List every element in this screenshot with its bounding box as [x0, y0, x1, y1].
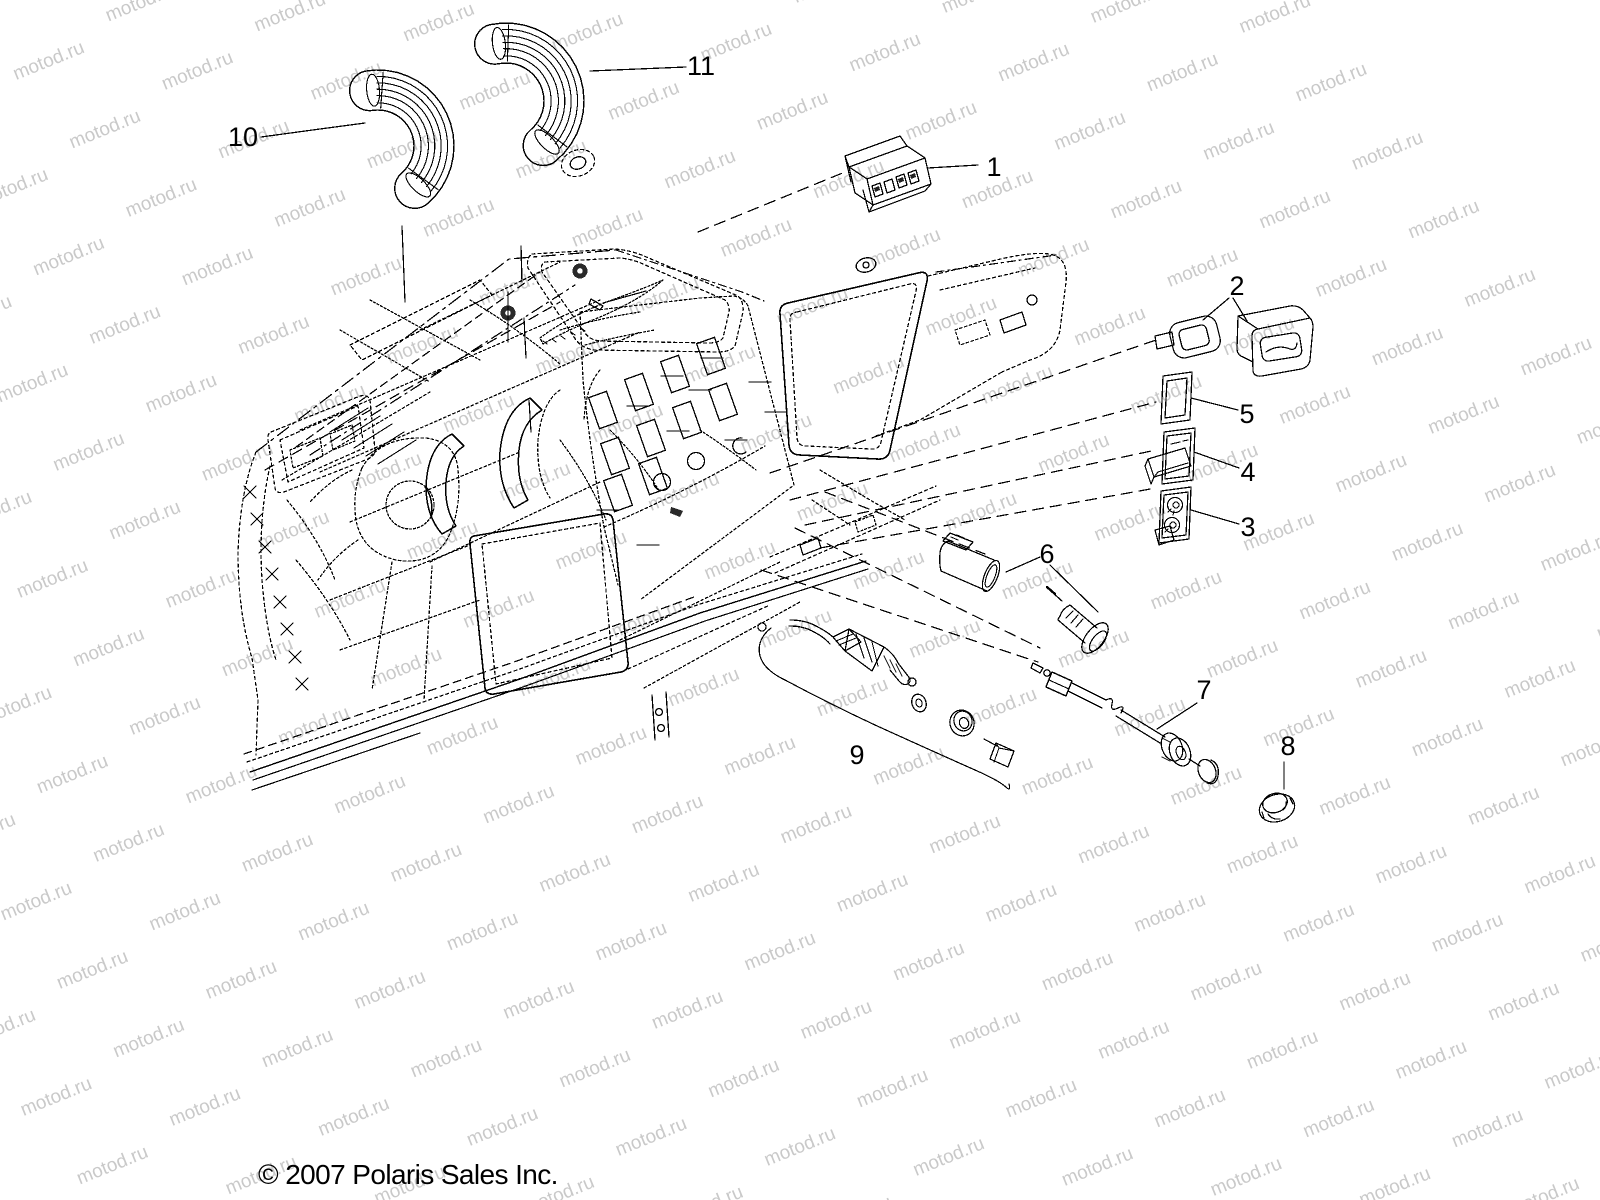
svg-text:7: 7 [1196, 675, 1211, 705]
svg-text:11: 11 [687, 51, 715, 81]
svg-text:1: 1 [986, 152, 1001, 182]
svg-text:4: 4 [1240, 457, 1255, 487]
svg-text:6: 6 [1039, 539, 1054, 569]
svg-text:5: 5 [1239, 399, 1254, 429]
svg-text:2: 2 [1229, 271, 1244, 301]
svg-text:10: 10 [228, 122, 258, 152]
svg-text:3: 3 [1240, 512, 1255, 542]
svg-text:© 2007 Polaris Sales Inc.: © 2007 Polaris Sales Inc. [258, 1159, 558, 1190]
svg-text:9: 9 [849, 740, 864, 770]
svg-text:8: 8 [1280, 731, 1295, 761]
